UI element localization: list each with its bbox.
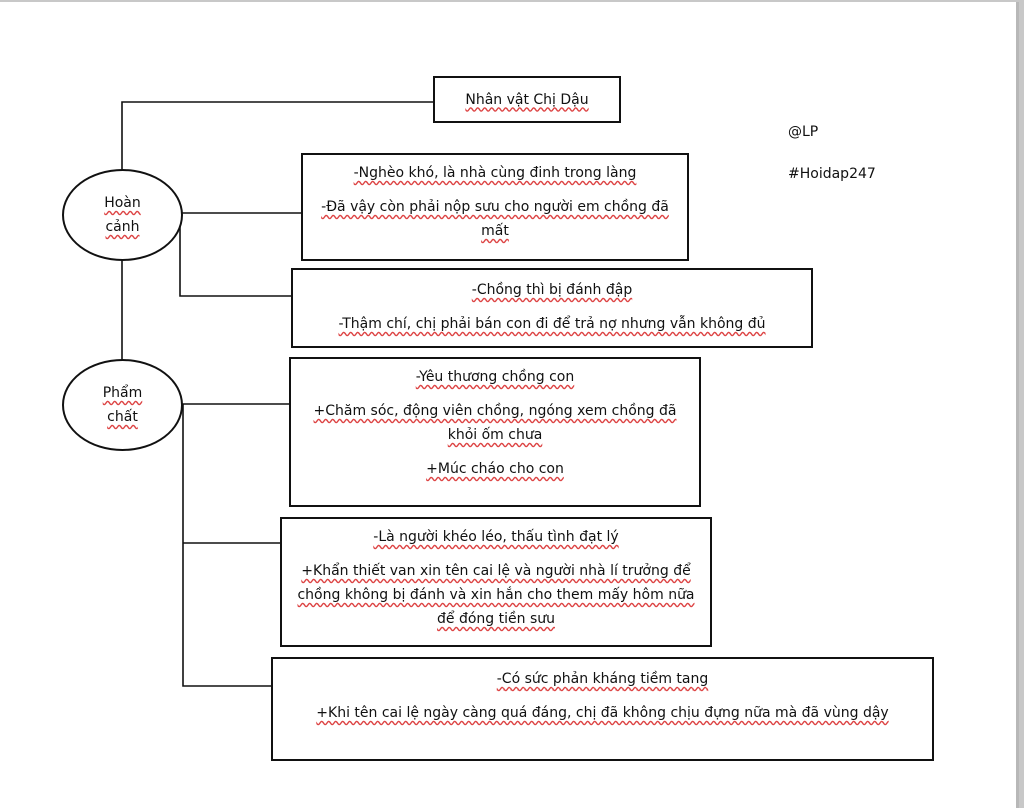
connector-title-to-hoan-canh [121, 101, 434, 170]
box5-line1: -Có sức phản kháng tiềm tang [496, 671, 709, 687]
situation-box-poverty: -Nghèo khó, là nhà cùng đinh trong làng … [301, 153, 689, 261]
box4-line2: +Khẩn thiết van xin tên cai lệ và người … [297, 563, 695, 627]
box1-line2: -Đã vậy còn phải nộp sưu cho người em ch… [321, 199, 669, 239]
author-tag: @LP [788, 124, 819, 140]
hoan-canh-line2: cảnh [105, 219, 140, 235]
hoan-canh-node: Hoàn cảnh [62, 169, 183, 261]
trait-box-tactful: -Là người khéo léo, thấu tình đạt lý +Kh… [280, 517, 712, 647]
box3-line2: +Chăm sóc, động viên chồng, ngóng xem ch… [313, 403, 677, 443]
site-tag: #Hoidap247 [788, 166, 876, 182]
box2-line2: -Thậm chí, chị phải bán con đi để trả nợ… [338, 316, 766, 332]
connector-pham-chat-branch [182, 404, 272, 687]
box5-line2: +Khi tên cai lệ ngày càng quá đáng, chị … [316, 705, 889, 721]
pham-chat-line2: chất [107, 409, 138, 425]
pham-chat-node: Phẩm chất [62, 359, 183, 451]
box4-line1: -Là người khéo léo, thấu tình đạt lý [373, 529, 619, 545]
box2-line1: -Chồng thì bị đánh đập [471, 282, 633, 298]
box3-line1: -Yêu thương chồng con [415, 369, 575, 385]
trait-box-resistance: -Có sức phản kháng tiềm tang +Khi tên ca… [271, 657, 934, 761]
box1-line1: -Nghèo khó, là nhà cùng đinh trong làng [353, 165, 637, 181]
hoan-canh-line1: Hoàn [104, 195, 141, 211]
connector-hoan-canh-to-box2 [179, 213, 292, 297]
title-box: Nhân vật Chị Dậu [433, 76, 621, 123]
box3-line3: +Múc cháo cho con [426, 461, 564, 477]
title-text: Nhân vật Chị Dậu [465, 91, 589, 108]
situation-box-husband: -Chồng thì bị đánh đập -Thậm chí, chị ph… [291, 268, 813, 348]
trait-box-love: -Yêu thương chồng con +Chăm sóc, động vi… [289, 357, 701, 507]
pham-chat-line1: Phẩm [102, 385, 143, 401]
